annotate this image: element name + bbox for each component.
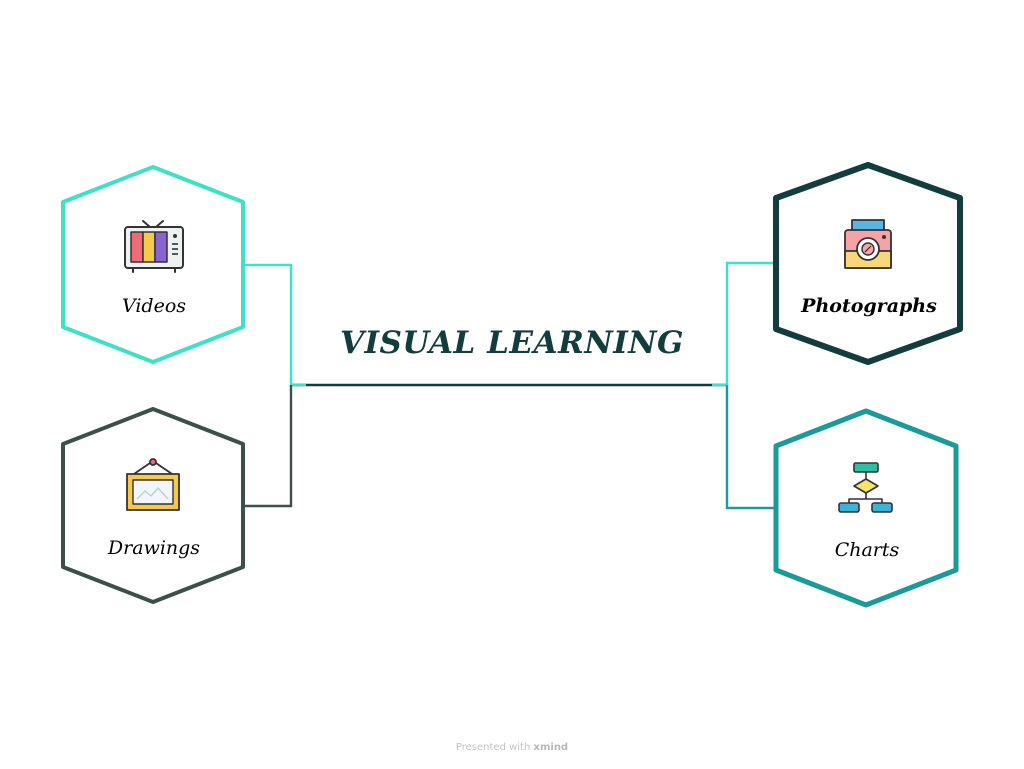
connector-videos [244,263,306,387]
tv-icon [124,220,184,273]
node-charts-hexagon[interactable] [773,408,959,608]
flowchart-icon [838,462,893,513]
camera-icon [844,219,892,269]
connector-drawings [244,385,293,508]
central-topic-title[interactable]: VISUAL LEARNING [339,325,685,361]
connectors [244,261,776,510]
node-drawings-label: Drawings [107,537,201,559]
node-videos-label: Videos [121,295,187,317]
footer-prefix: Presented with [455,742,531,753]
node-charts-label: Charts [834,539,900,561]
node-photographs-label: Photographs [801,295,937,317]
xmind-brand: xmind [533,742,569,753]
framed-picture-icon [126,458,180,511]
connector-photographs [712,261,776,387]
connector-charts [725,385,776,510]
presented-with-footer: Presented with xmind [0,742,1024,753]
